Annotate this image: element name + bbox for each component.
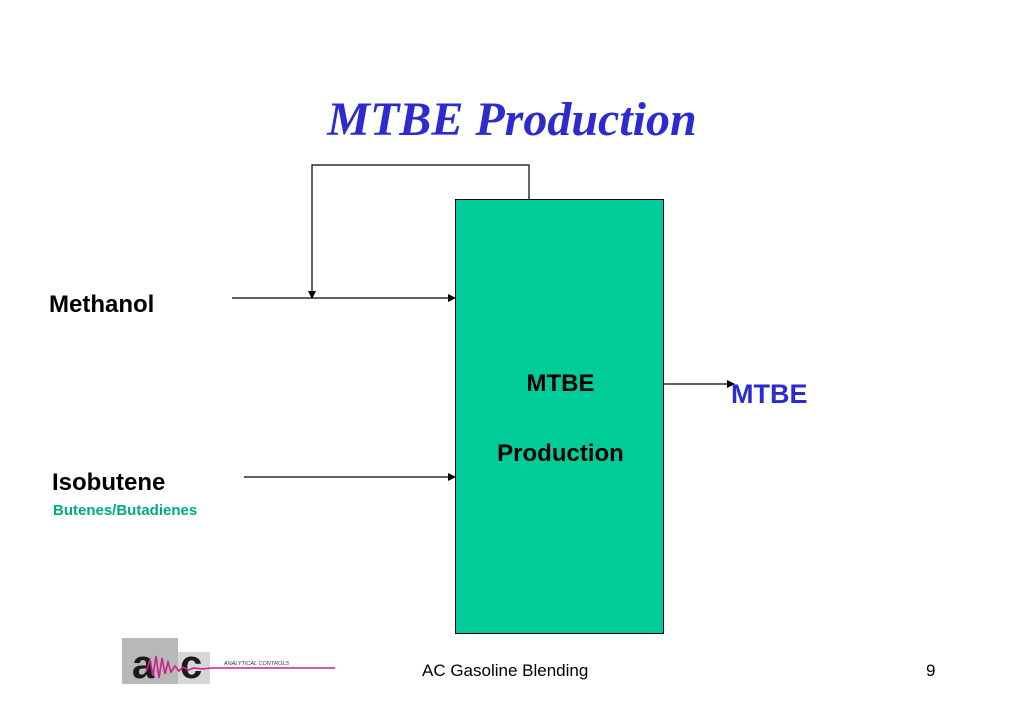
page-number: 9 [926, 661, 936, 680]
process-label-line2: Production [497, 440, 624, 467]
waveform-icon [145, 655, 213, 679]
methanol-label: Methanol [49, 291, 155, 318]
mtbe-production-box: MTBE Production [455, 199, 664, 634]
isobutene-label: Isobutene [52, 469, 166, 496]
mtbe-output-label: MTBE [731, 379, 808, 409]
svg-text:c: c [180, 643, 202, 684]
process-label-line1: MTBE [526, 370, 595, 397]
logo-caption: ANALYTICAL CONTROLS [223, 661, 289, 667]
footer-caption: AC Gasoline Blending [422, 661, 589, 680]
recycle-line [308, 164, 530, 299]
butenes-butadienes-label: Butenes/Butadienes [53, 502, 198, 519]
ac-logo: a c ANALYTICAL CONTROLS [122, 638, 335, 684]
svg-text:a: a [132, 643, 155, 684]
slide-title: MTBE Production [327, 93, 697, 146]
